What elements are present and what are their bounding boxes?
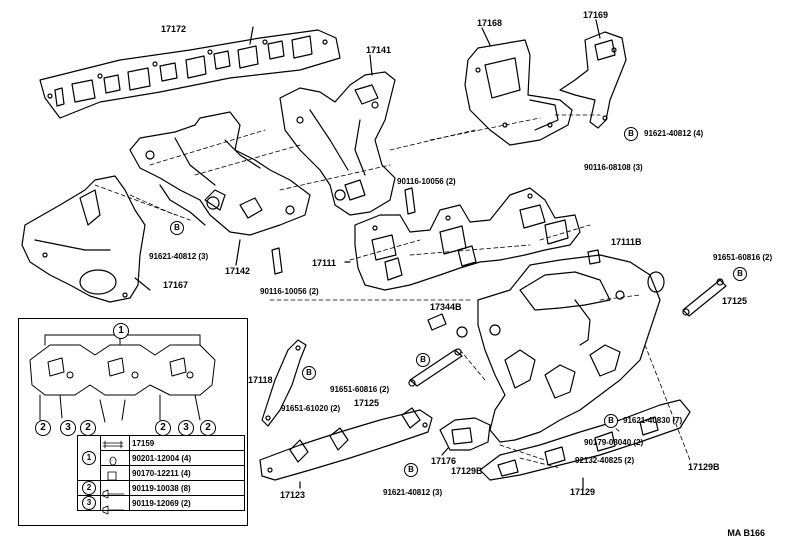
label-17118: 17118 — [248, 375, 273, 385]
label-17168: 17168 — [477, 18, 503, 28]
label-91651-60816-2-right: 91651-60816 (2) — [713, 253, 773, 262]
legend-part: 90201-12004 (4) — [129, 450, 245, 466]
label-17172: 17172 — [161, 24, 187, 34]
callout-2: 2 — [35, 420, 51, 436]
b-marker: B — [624, 127, 638, 141]
label-90116-08108-3: 90116-08108 (3) — [584, 163, 643, 172]
legend-row: 90201-12004 (4) — [78, 450, 245, 466]
legend-key-1: 1 — [82, 451, 96, 465]
label-17125-right: 17125 — [722, 296, 748, 306]
stay-rods-17125 — [408, 278, 727, 387]
legend-icon — [100, 435, 130, 451]
callout-2: 2 — [80, 420, 96, 436]
intake-gasket-17111 — [344, 187, 581, 291]
label-91621-40812-3-top: 91621-40812 (3) — [149, 252, 209, 261]
exhaust-manifold-front — [129, 111, 311, 266]
label-91651-60816-2-left: 91651-60816 (2) — [330, 385, 390, 394]
legend-box — [18, 318, 248, 526]
legend-part: 90119-12069 (2) — [129, 495, 245, 511]
legend-row: 90170-12211 (4) — [78, 465, 245, 481]
bracket-17118 — [261, 339, 307, 427]
legend-icon — [100, 465, 130, 481]
gasket-assembly-sketch — [29, 334, 216, 423]
exhaust-manifold-gasket — [39, 26, 341, 119]
label-17141: 17141 — [366, 45, 392, 55]
heat-insulator-17169 — [559, 19, 627, 129]
legend-icon — [100, 480, 130, 496]
exhaust-manifold-rear — [279, 54, 396, 216]
legend-row: 1 17159 — [77, 435, 245, 481]
legend-icon — [100, 450, 130, 466]
label-17344B: 17344B — [430, 302, 462, 312]
bracket-17123 — [259, 407, 433, 489]
label-17129B-left: 17129B — [451, 466, 483, 476]
label-17111B: 17111B — [611, 237, 642, 247]
label-91621-40812-4: 91621-40812 (4) — [644, 129, 704, 138]
intake-manifold-17129 — [477, 254, 691, 491]
label-17125-left: 17125 — [354, 398, 380, 408]
label-92132-40825-2: 92132-40825 (2) — [575, 456, 635, 465]
label-90116-10056-2-bottom: 90116-10056 (2) — [260, 287, 319, 296]
b-marker: B — [604, 414, 618, 428]
callout-2: 2 — [155, 420, 171, 436]
b-marker: B — [404, 463, 418, 477]
callout-2: 2 — [200, 420, 216, 436]
callout-3: 3 — [60, 420, 76, 436]
legend-row: 3 90119-12069 (2) — [77, 495, 245, 511]
legend-part: 17159 — [129, 435, 245, 451]
heat-insulator-17167 — [21, 175, 151, 303]
label-17123: 17123 — [280, 490, 306, 500]
label-91651-61020-2: 91651-61020 (2) — [281, 404, 341, 413]
heat-insulator-17168 — [464, 27, 573, 146]
legend-icon — [100, 495, 130, 511]
diagram-code: MA B166 — [727, 528, 765, 538]
label-17129: 17129 — [570, 487, 596, 497]
label-17167: 17167 — [163, 280, 189, 290]
legend-table: 1 17159 90201-12004 (4) 90170-12211 (4) … — [77, 435, 245, 511]
callout-3: 3 — [178, 420, 194, 436]
label-91621-40830-7: 91621-40830 (7) — [623, 416, 683, 425]
label-17129B-right: 17129B — [688, 462, 720, 472]
b-marker: B — [170, 221, 184, 235]
label-90179-08040-2: 90179-08040 (2) — [584, 438, 644, 447]
label-91621-40812-3-bottom: 91621-40812 (3) — [383, 488, 443, 497]
legend-key: 1 — [77, 435, 101, 481]
legend-row: 2 90119-10038 (8) — [77, 480, 245, 496]
label-17169: 17169 — [583, 10, 609, 20]
legend-part: 90119-10038 (8) — [129, 480, 245, 496]
label-90116-10056-2-top: 90116-10056 (2) — [397, 177, 456, 186]
legend-key: 3 — [77, 495, 101, 511]
legend-part: 90170-12211 (4) — [129, 465, 245, 481]
b-marker: B — [416, 353, 430, 367]
b-marker: B — [302, 366, 316, 380]
label-17111: 17111 — [312, 258, 337, 268]
legend-key-2: 2 — [82, 481, 96, 495]
studs — [271, 187, 601, 338]
b-marker: B — [733, 267, 747, 281]
callout-1: 1 — [113, 323, 129, 339]
legend-key-3: 3 — [82, 496, 96, 510]
legend-key: 2 — [77, 480, 101, 496]
intake-gasket-17176 — [439, 417, 491, 456]
label-17176: 17176 — [431, 456, 457, 466]
label-17142: 17142 — [225, 266, 251, 276]
